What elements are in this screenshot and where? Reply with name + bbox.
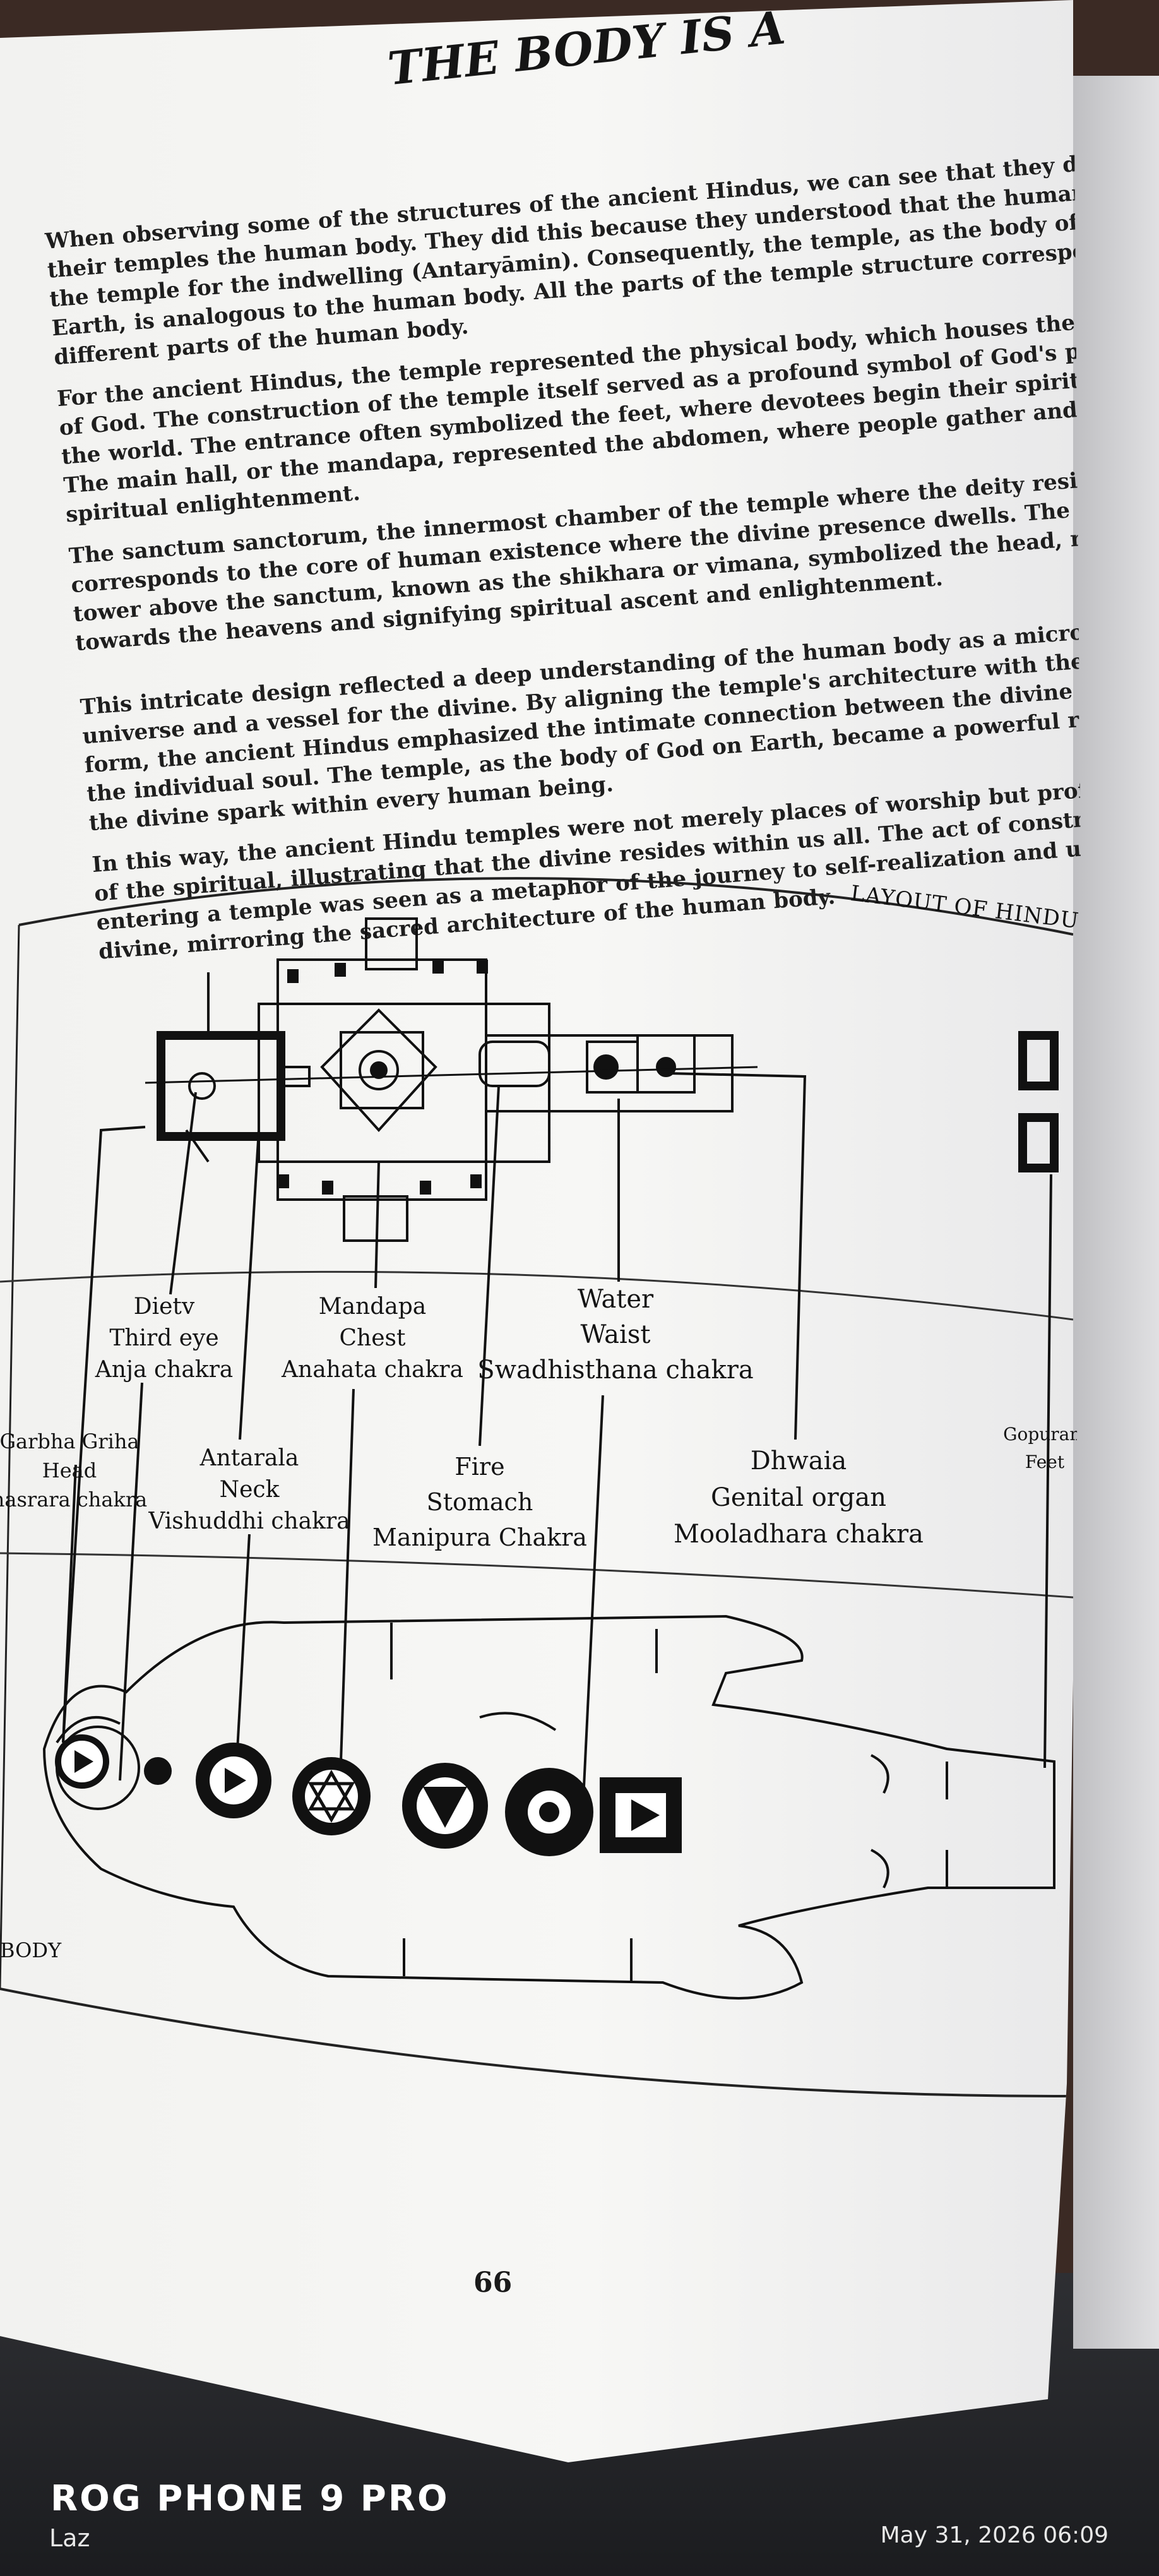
- pillar-dots: [278, 960, 488, 1195]
- book-page: THE BODY IS A When observing some of the…: [0, 0, 1083, 2462]
- temple-body-diagram: [0, 877, 1073, 2097]
- label-gopuram: Gopuram Feet: [1003, 1424, 1086, 1472]
- photo-timestamp: May 31, 2026 06:09: [880, 2522, 1108, 2548]
- gopuram-plan: [1018, 1031, 1059, 1172]
- label-antarala: Antarala Neck Vishuddhi chakra: [148, 1445, 350, 1534]
- chakra-throat: [196, 1743, 271, 1818]
- chakra-solar-plexus: [402, 1763, 488, 1849]
- label-water: Water Waist Swadhisthana chakra: [477, 1285, 754, 1385]
- label-mandapa: Mandapa Chest Anahata chakra: [282, 1294, 463, 1383]
- label-dhwaia: Dhwaia Genital organ Mooladhara chakra: [674, 1446, 924, 1549]
- temple-floor-plan: [145, 917, 758, 1242]
- page-number: 66: [473, 2267, 513, 2299]
- facing-page: [1073, 76, 1159, 2349]
- chakra-heart: [292, 1757, 371, 1835]
- connector-lines: [62, 1072, 1052, 1787]
- diagram-caption-body: BODY: [0, 1938, 62, 1962]
- chakra-symbols: [55, 1734, 682, 1856]
- chakra-sacral: [505, 1768, 593, 1856]
- label-fire: Fire Stomach Manipura Chakra: [372, 1453, 587, 1551]
- label-garbha-griha: Garbha Griha Head hasrara chakra: [0, 1429, 148, 1512]
- human-figure: [42, 1614, 1055, 2000]
- photographer-name: Laz: [49, 2524, 90, 2552]
- chakra-third-eye: [144, 1757, 172, 1785]
- chakra-crown: [55, 1734, 109, 1789]
- label-dietv: Dietv Third eye Anja chakra: [95, 1294, 234, 1383]
- camera-watermark: ROG PHONE 9 PRO: [51, 2478, 449, 2519]
- chakra-root: [600, 1777, 682, 1853]
